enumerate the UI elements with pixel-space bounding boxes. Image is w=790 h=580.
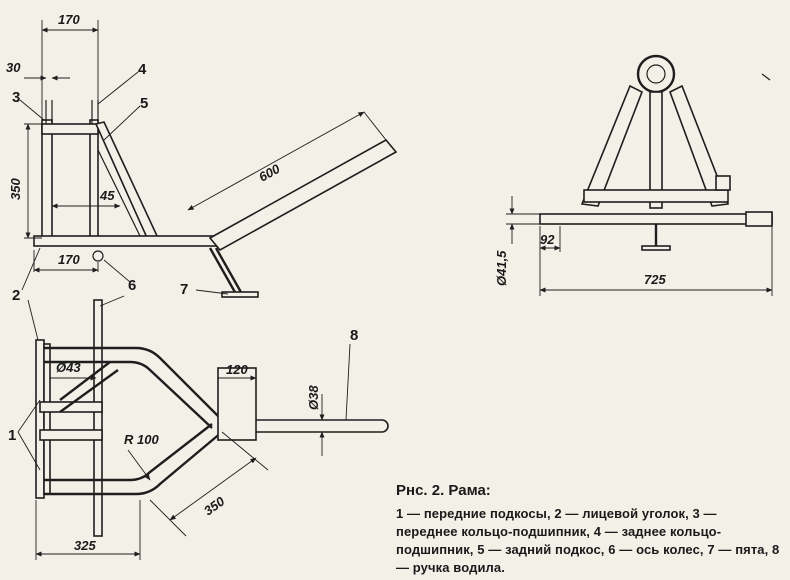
dim-side-top-width: 170 bbox=[58, 12, 80, 27]
dim-handle-diameter: Ø38 bbox=[306, 385, 321, 410]
plan-view: Ø43 120 Ø38 R 100 350 325 1 8 bbox=[8, 295, 389, 560]
right-leg bbox=[669, 84, 730, 207]
dim-bracket: 120 bbox=[226, 362, 248, 377]
dim-handle-length: 600 bbox=[256, 161, 283, 185]
top-ring bbox=[636, 54, 676, 94]
callout-1: 1 bbox=[8, 427, 16, 444]
dim-side-height: 350 bbox=[8, 178, 23, 200]
dim-front-height: Ø41,5 bbox=[494, 250, 509, 286]
cross-bar bbox=[583, 189, 729, 203]
figure-caption: Рнс. 2. Рама: 1 — передние подкосы, 2 — … bbox=[396, 482, 780, 577]
side-view: 170 30 350 45 600 170 3 4 5 6 7 2 bbox=[6, 12, 398, 304]
callout-8: 8 bbox=[350, 327, 358, 344]
front-view: Ø41,5 92 725 bbox=[494, 54, 773, 296]
callout-4: 4 bbox=[138, 61, 147, 78]
foot-plate bbox=[221, 291, 259, 298]
callout-2: 2 bbox=[12, 287, 20, 304]
plan-bracket bbox=[217, 367, 257, 441]
bottom-rail bbox=[33, 235, 217, 247]
dim-radius: R 100 bbox=[124, 432, 159, 447]
dim-pipe-diameter: Ø43 bbox=[56, 360, 81, 375]
wheel-axle bbox=[92, 250, 104, 262]
plan-axle bbox=[93, 299, 103, 537]
front-axle bbox=[539, 213, 773, 225]
dim-front-offset: 92 bbox=[540, 232, 555, 247]
top-crossbar bbox=[41, 123, 99, 135]
dim-plan-width: 325 bbox=[74, 538, 96, 553]
callout-3: 3 bbox=[12, 89, 20, 106]
dim-ring-offset: 30 bbox=[6, 60, 21, 75]
center-post bbox=[649, 91, 663, 209]
left-leg bbox=[580, 84, 644, 207]
caption-legend: 1 — передние подкосы, 2 — лицевой уголок… bbox=[396, 506, 780, 575]
front-post bbox=[41, 119, 53, 239]
face-angle bbox=[35, 339, 45, 499]
dim-plan-length: 350 bbox=[201, 493, 228, 518]
caption-title: Рнс. 2. Рама: bbox=[396, 482, 491, 499]
callout-7: 7 bbox=[180, 281, 188, 298]
dim-side-bottom-width: 170 bbox=[58, 252, 80, 267]
dim-brace-angle: 45 bbox=[99, 188, 115, 203]
rear-brace bbox=[94, 121, 160, 241]
callout-6: 6 bbox=[128, 277, 136, 294]
rear-post bbox=[89, 119, 99, 239]
handle-bar bbox=[208, 138, 398, 252]
callout-5: 5 bbox=[140, 95, 148, 112]
dim-front-width: 725 bbox=[644, 272, 666, 287]
